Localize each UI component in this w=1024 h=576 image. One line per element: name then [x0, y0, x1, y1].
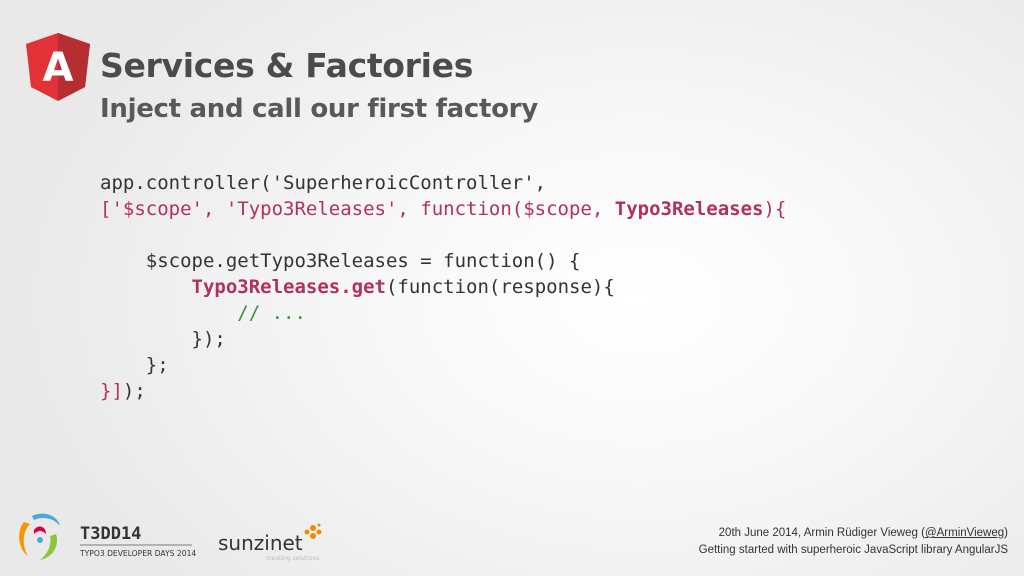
t3dd14-tagline: TYPO3 DEVELOPER DAYS 2014: [79, 549, 196, 558]
footer-credits: 20th June 2014, Armin Rüdiger Vieweg (@A…: [699, 525, 1008, 559]
code-line-6: // ...: [237, 302, 306, 324]
sunzinet-name: sunzinet: [218, 531, 303, 555]
slide-subtitle: Inject and call our first factory: [100, 94, 538, 124]
angular-logo-icon: A: [26, 33, 90, 101]
code-line-5: Typo3Releases.get(function(response){: [191, 276, 615, 298]
sunzinet-tagline: creating solutions: [266, 555, 319, 562]
code-line-9: }]);: [100, 380, 146, 402]
footer-line-1: 20th June 2014, Armin Rüdiger Vieweg (@A…: [718, 527, 1008, 539]
code-line-1: app.controller('SuperheroicController',: [100, 172, 547, 194]
code-line-4: $scope.getTypo3Releases = function() {: [100, 250, 581, 272]
slide-title: Services & Factories: [100, 46, 474, 85]
footer-line-2: Getting started with superheroic JavaScr…: [698, 544, 1008, 556]
sunzinet-logo-icon: sunzinet creating solutions: [218, 523, 322, 562]
code-line-8: };: [100, 354, 169, 376]
code-line-2: ['$scope', 'Typo3Releases', function($sc…: [100, 198, 787, 220]
angular-logo-letter: A: [43, 45, 74, 91]
t3dd14-logo-icon: T3DD14 TYPO3 DEVELOPER DAYS 2014: [19, 513, 196, 560]
code-line-7: });: [100, 328, 226, 350]
code-block: app.controller('SuperheroicController', …: [100, 170, 786, 404]
t3dd14-name: T3DD14: [80, 524, 141, 544]
twitter-handle-link[interactable]: @ArminVieweg: [924, 527, 1005, 539]
